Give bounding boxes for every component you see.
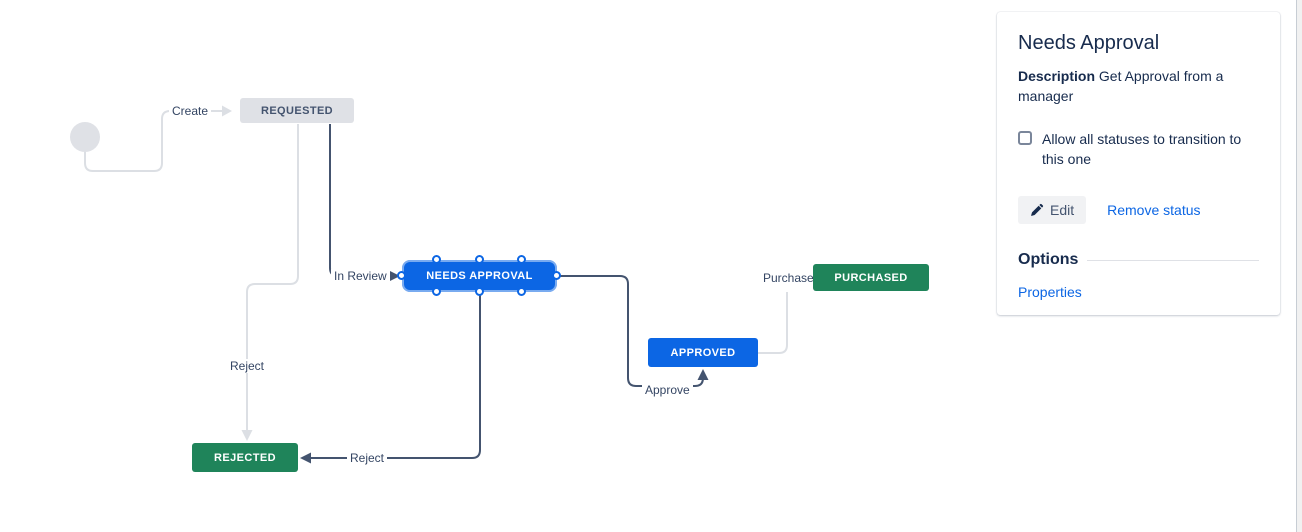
arrowhead-reject-from-needs-approval [300,452,311,464]
selection-handle-right[interactable] [552,271,561,280]
transition-label-in-review[interactable]: In Review [331,269,390,283]
scrollbar-track[interactable] [1297,0,1302,532]
selection-handle-top-center[interactable] [475,255,484,264]
remove-status-link[interactable]: Remove status [1107,202,1201,218]
transition-line-reject-from-needs-approval [302,294,481,459]
transition-line-approve [557,275,704,387]
description-text: Get Approval from a manager [1018,68,1224,104]
pencil-icon [1030,203,1044,217]
selection-handle-bottom-center[interactable] [475,287,484,296]
description-label: Description [1018,68,1096,84]
status-approved[interactable]: APPROVED [648,338,758,367]
transition-line-create [84,110,223,172]
arrowhead-approve [697,369,709,380]
selection-handle-top-left[interactable] [432,255,441,264]
transition-approve[interactable] [557,275,709,387]
status-requested[interactable]: REQUESTED [240,98,354,123]
allow-all-transitions-option: Allow all statuses to transition to this… [1018,129,1259,169]
edit-button[interactable]: Edit [1018,196,1087,224]
transition-label-purchase[interactable]: Purchase [760,271,817,285]
panel-actions: Edit Remove status [1018,196,1259,224]
page-edge-divider [1296,0,1297,532]
status-needs-approval[interactable]: NEEDS APPROVAL [402,260,557,292]
arrowhead-create [222,105,232,117]
transition-label-create[interactable]: Create [169,104,212,118]
transition-line-reject-from-requested [246,124,299,431]
panel-title: Needs Approval [1018,32,1160,54]
options-heading-text: Options [1018,251,1079,268]
options-divider [1087,259,1259,261]
options-section-heading: Options [1018,251,1259,269]
allow-all-transitions-checkbox[interactable] [1018,131,1032,145]
selection-handle-left[interactable] [397,271,406,280]
edit-button-label: Edit [1050,202,1075,218]
transition-line-in-review [329,124,389,277]
transition-label-reject-from-needs-approval[interactable]: Reject [347,451,388,465]
selection-handle-bottom-right[interactable] [517,287,526,296]
status-rejected[interactable]: REJECTED [192,443,298,472]
transition-in-review[interactable] [329,124,400,282]
transition-label-approve[interactable]: Approve [642,383,693,397]
selection-handle-bottom-left[interactable] [432,287,441,296]
status-detail-panel: Needs Approval Description Get Approval … [997,12,1280,315]
allow-all-transitions-label: Allow all statuses to transition to this… [1042,131,1242,167]
status-description: Description Get Approval from a manager [1018,66,1259,106]
status-purchased[interactable]: PURCHASED [813,264,929,291]
start-node[interactable] [70,122,100,152]
properties-link[interactable]: Properties [1018,284,1082,300]
transition-label-reject-from-requested[interactable]: Reject [227,359,268,373]
selection-handle-top-right[interactable] [517,255,526,264]
arrowhead-reject-from-requested [241,430,253,441]
transition-reject-from-needs-approval[interactable] [300,294,481,464]
transition-reject-from-requested[interactable] [241,124,299,441]
transition-purchase[interactable] [757,292,788,354]
transition-line-purchase [757,292,788,354]
